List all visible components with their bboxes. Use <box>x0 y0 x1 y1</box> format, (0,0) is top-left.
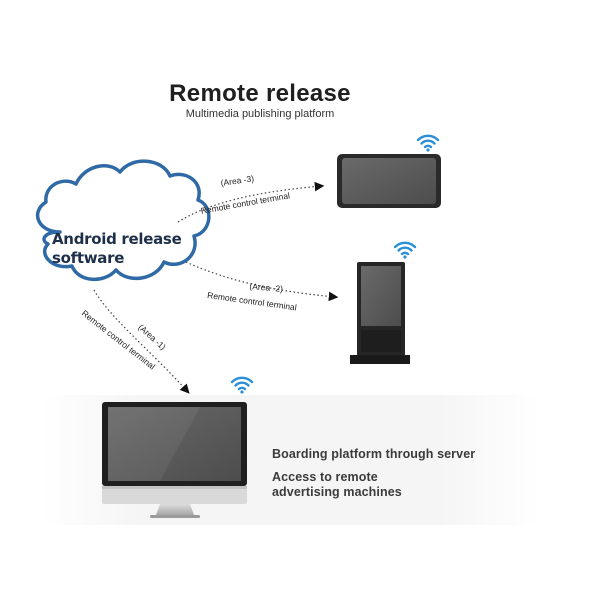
kiosk-device <box>350 262 410 364</box>
page-subtitle: Multimedia publishing platform <box>185 108 335 120</box>
cloud-label: Android release software <box>52 230 192 268</box>
caption-access-remote: Access to remote advertising machines <box>272 470 502 500</box>
tablet-device <box>337 154 441 208</box>
connection-line-area-1 <box>93 289 190 394</box>
wifi-icon <box>393 241 417 259</box>
caption-boarding-platform: Boarding platform through server <box>272 447 476 461</box>
caption-access-line2: advertising machines <box>272 485 402 499</box>
cloud-label-line2: software <box>52 249 125 267</box>
caption-access-line1: Access to remote <box>272 470 378 484</box>
cloud-shape <box>35 159 211 281</box>
wifi-icon <box>416 134 440 152</box>
monitor-device <box>102 402 247 518</box>
page-title: Remote release <box>169 80 351 107</box>
connection-line-area-2 <box>185 261 339 302</box>
cloud-label-line1: Android release <box>52 230 182 248</box>
wifi-icon <box>230 376 254 394</box>
